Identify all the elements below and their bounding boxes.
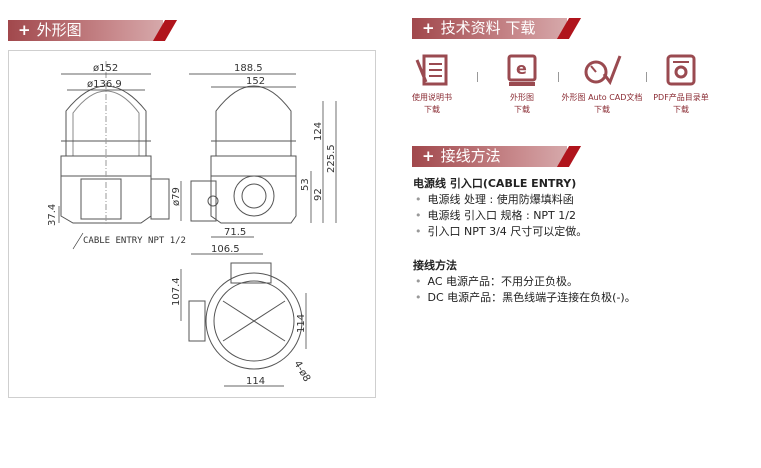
dim-h114: 114 (246, 376, 265, 387)
wiring-info: 电源线 引入口(CABLE ENTRY) 电源线 处理 : 使用防爆填料函 电源… (413, 176, 636, 324)
svg-text:e: e (516, 59, 527, 78)
download-pdf-catalog[interactable]: PDF产品目录单 下载 (641, 52, 721, 116)
download-cad[interactable]: 外形图 Auto CAD文档 下载 (560, 52, 644, 116)
wiring-heading: 接线方法 (413, 259, 457, 272)
wiring-section-title: 接线方法 (440, 147, 501, 165)
download-label: 使用说明书 (412, 93, 452, 102)
dim-d79: ø79 (171, 187, 182, 206)
download-action[interactable]: 下载 (594, 105, 610, 114)
top-view (188, 262, 303, 370)
download-manual[interactable]: 使用说明书 下载 (392, 52, 472, 116)
outline-section-title: 外形图 (36, 21, 82, 39)
cad-icon (584, 55, 622, 86)
list-item: 引入口 NPT 3/4 尺寸可以定做。 (413, 224, 636, 240)
download-label: 外形图 (510, 93, 534, 102)
dim-d152: ø152 (93, 63, 118, 74)
download-action[interactable]: 下载 (424, 105, 440, 114)
tech-section-title: 技术资料 下载 (440, 19, 536, 37)
dim-d136: ø136.9 (87, 79, 122, 90)
dim-w152: 152 (246, 76, 265, 87)
outline-drawing: ø152 ø136.9 188.5 152 124 225.5 53 92 ø7… (8, 50, 376, 398)
dim-h225: 225.5 (326, 144, 337, 173)
dim-w106: 106.5 (211, 244, 240, 255)
download-action[interactable]: 下载 (514, 105, 530, 114)
front-view (60, 61, 170, 226)
dim-w188: 188.5 (234, 63, 263, 74)
list-item: AC 电源产品：不用分正负极。 (413, 274, 636, 290)
download-outline[interactable]: e 外形图 下载 (482, 52, 562, 116)
dim-h124: 124 (313, 122, 324, 141)
dim-h107: 107.4 (171, 277, 182, 306)
outline-section-header: +外形图 (8, 20, 163, 41)
monitor-icon: e (507, 54, 537, 86)
dim-holes: 4-ø8 (291, 359, 312, 384)
dim-w71: 71.5 (224, 227, 246, 238)
download-action[interactable]: 下载 (673, 105, 689, 114)
download-label: 外形图 Auto CAD文档 (561, 93, 643, 102)
dim-h37: 37.4 (47, 204, 58, 226)
side-view (190, 85, 297, 224)
dim-cable-entry: CABLE ENTRY NPT 1/2 (83, 236, 186, 246)
manual-icon (415, 54, 448, 86)
pdf-catalog-icon (666, 54, 696, 86)
dim-h92: 92 (313, 188, 324, 201)
tech-section-header: +技术资料 下载 (412, 18, 567, 39)
list-item: 电源线 引入口 规格 : NPT 1/2 (413, 208, 636, 224)
list-item: 电源线 处理 : 使用防爆填料函 (413, 192, 636, 208)
wiring-section-header: +接线方法 (412, 146, 567, 167)
dim-h53: 53 (300, 178, 311, 191)
list-item: DC 电源产品：黑色线端子连接在负极(-)。 (413, 290, 636, 306)
dim-v114: 114 (296, 314, 307, 333)
download-label: PDF产品目录单 (653, 93, 709, 102)
cable-entry-heading: 电源线 引入口(CABLE ENTRY) (413, 177, 577, 190)
